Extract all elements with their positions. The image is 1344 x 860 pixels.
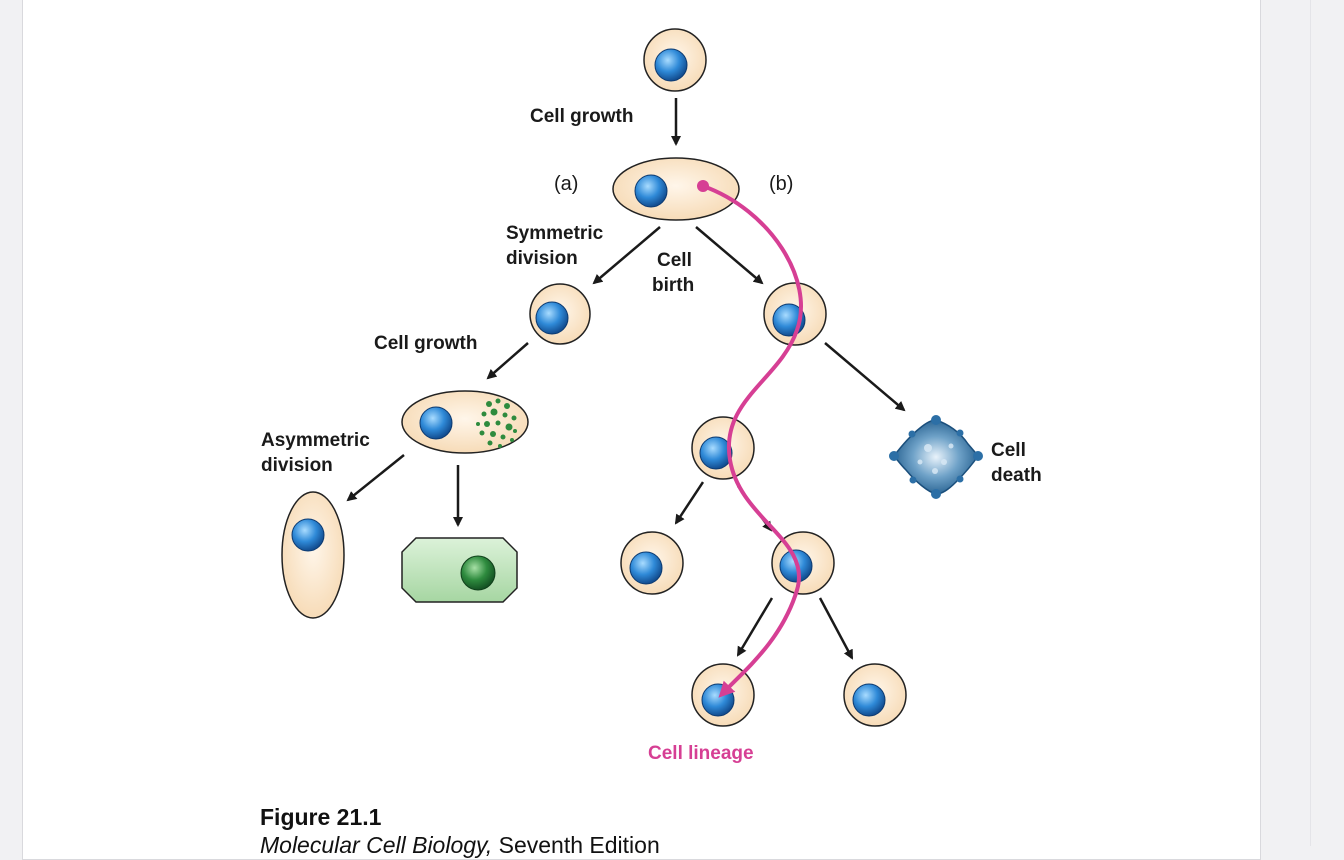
lineage-path bbox=[697, 180, 803, 698]
cell-daughter-left bbox=[529, 283, 591, 345]
label-symmetric-division-line2: division bbox=[506, 248, 578, 269]
label-cell-growth-left: Cell growth bbox=[374, 333, 477, 354]
label-cell-birth-line2: birth bbox=[652, 275, 694, 296]
label-asymmetric-division-line2: division bbox=[261, 455, 333, 476]
label-cell-birth-line1: Cell bbox=[657, 250, 692, 271]
book-edition: Seventh Edition bbox=[492, 832, 660, 858]
label-branch-b: (b) bbox=[769, 173, 793, 195]
granules-icon bbox=[476, 398, 517, 448]
label-cell-death-line2: death bbox=[991, 465, 1042, 486]
label-branch-a: (a) bbox=[554, 173, 578, 195]
cell-initial bbox=[643, 28, 707, 92]
figure-caption-title: Figure 21.1 bbox=[260, 804, 382, 830]
cell-lineage-mid bbox=[691, 416, 755, 480]
viewer-gutter bbox=[1310, 0, 1344, 846]
label-asymmetric-division-line1: Asymmetric bbox=[261, 430, 370, 451]
cell-dying bbox=[889, 415, 983, 499]
document-page bbox=[22, 0, 1261, 860]
label-symmetric-division-line1: Symmetric bbox=[506, 223, 604, 244]
label-cell-death-line1: Cell bbox=[991, 440, 1026, 461]
cell-grown-asymmetric bbox=[401, 390, 529, 454]
cell-differentiated bbox=[401, 537, 518, 603]
cell-row4-left bbox=[620, 531, 684, 595]
label-cell-growth-top: Cell growth bbox=[530, 106, 633, 127]
cell-row5-right bbox=[843, 663, 907, 727]
book-title: Molecular Cell Biology, bbox=[260, 832, 493, 858]
cell-grown bbox=[612, 157, 740, 221]
label-cell-lineage: Cell lineage bbox=[648, 743, 754, 764]
arrows bbox=[346, 98, 906, 660]
cell-elongated bbox=[281, 491, 345, 619]
